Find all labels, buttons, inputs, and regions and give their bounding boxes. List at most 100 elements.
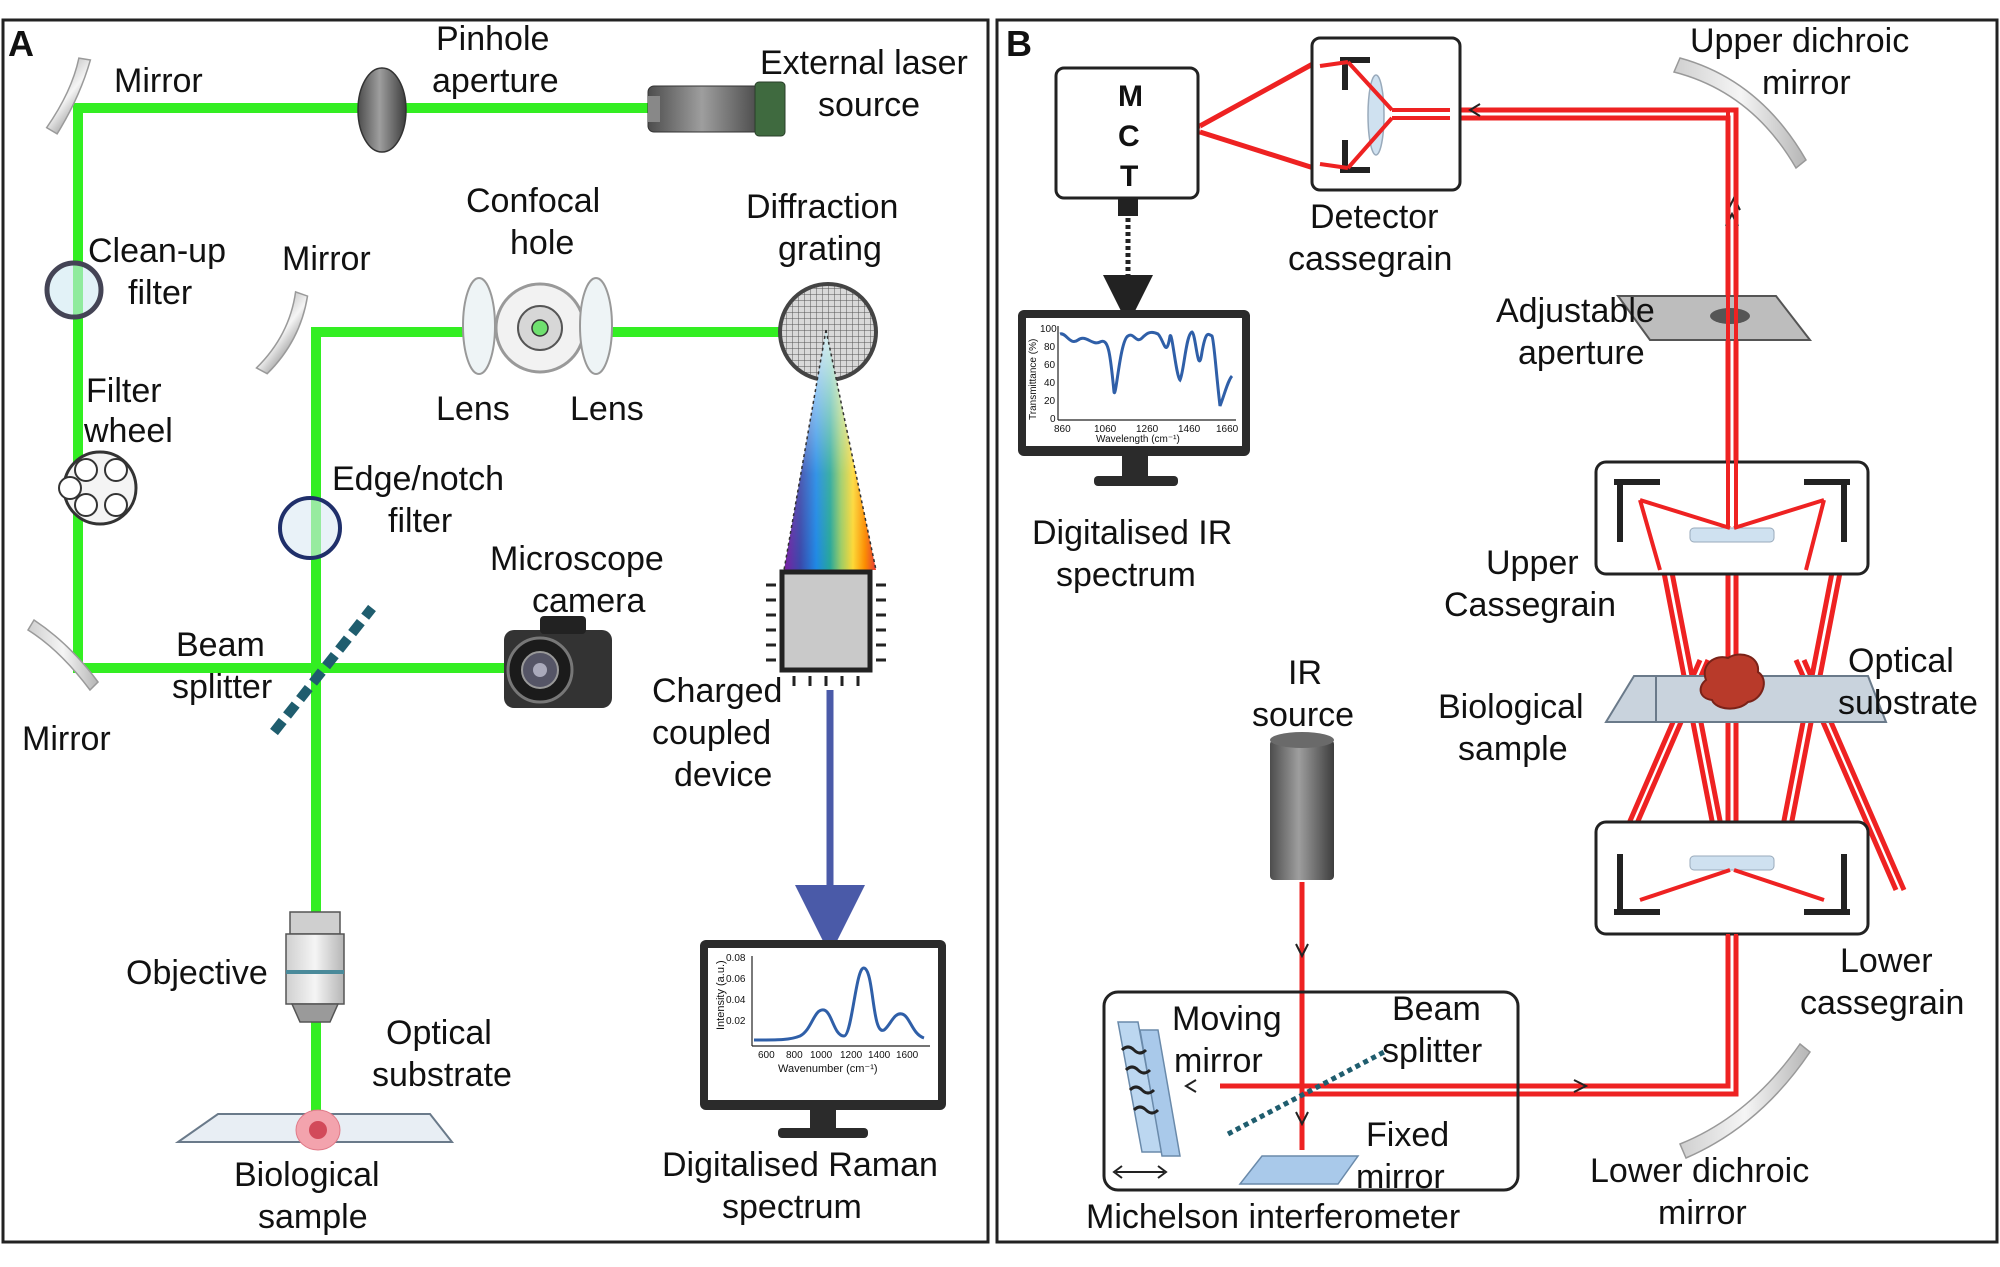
ir-ytick-1: 80 (1044, 342, 1056, 353)
label-ir-substrate-1: Optical (1848, 642, 1954, 680)
label-moving-mirror-2: mirror (1174, 1042, 1263, 1080)
label-mct-t: T (1120, 160, 1138, 193)
filter-wheel-icon (58, 450, 138, 526)
label-filter-wheel-1: Filter (86, 372, 162, 410)
label-ir-beam-splitter-1: Beam (1392, 990, 1481, 1028)
ir-xtick-0: 860 (1054, 424, 1071, 435)
label-ir-bio-1: Biological (1438, 688, 1584, 726)
beam-splitter-icon (270, 604, 376, 736)
external-laser-icon (647, 81, 786, 137)
label-objective: Objective (126, 954, 268, 992)
mirror-mid-icon (255, 290, 309, 375)
ir-monitor: Transmittance (%) 100 80 60 40 20 0 860 … (1018, 310, 1250, 486)
ir-spectrum-line (1059, 330, 1234, 407)
objective-icon (285, 911, 345, 1023)
panel-a-letter: A (8, 23, 34, 64)
raman-spectrum-line (753, 966, 925, 1042)
label-edge-notch-1: Edge/notch (332, 460, 504, 498)
panel-b: B (995, 18, 1999, 1244)
label-lower-dichroic-1: Lower dichroic (1590, 1152, 1809, 1190)
label-confocal-2: hole (510, 224, 574, 262)
label-detector-cassegrain-2: cassegrain (1288, 240, 1452, 278)
ir-xlabel: Wavelength (cm⁻¹) (1096, 434, 1180, 445)
label-edge-notch-2: filter (388, 502, 452, 540)
ir-xtick-2: 1260 (1136, 424, 1159, 435)
label-camera-1: Microscope (490, 540, 664, 578)
lower-cassegrain-icon (1594, 820, 1870, 1094)
lens-left-icon (462, 277, 496, 375)
ir-ytick-3: 40 (1044, 378, 1056, 389)
mct-connector (1118, 198, 1138, 216)
fixed-mirror-icon (1238, 1155, 1360, 1185)
pinhole-aperture-icon (357, 67, 407, 153)
ccd-chip-icon (766, 569, 886, 686)
panel-b-letter: B (1006, 23, 1032, 64)
ir-ytick-5: 0 (1050, 414, 1056, 425)
ir-ytick-0: 100 (1040, 324, 1057, 335)
lower-dichroic-mirror-icon (1679, 1042, 1812, 1159)
label-lower-cassegrain-1: Lower (1840, 942, 1933, 980)
label-pinhole-1: Pinhole (436, 20, 549, 58)
raman-plot: Intensity (a.u.) 0.08 0.06 0.04 0.02 600… (715, 953, 930, 1075)
label-detector-cassegrain-1: Detector (1310, 198, 1439, 236)
label-aperture-1: Adjustable (1496, 292, 1655, 330)
edge-notch-filter-icon (278, 496, 342, 560)
ir-xtick-4: 1660 (1216, 424, 1239, 435)
label-substrate-1: Optical (386, 1014, 492, 1052)
mirror-bottom-icon (26, 618, 99, 692)
ir-source-icon (1270, 732, 1334, 880)
label-mirror-bottom: Mirror (22, 720, 111, 758)
label-bio-sample-2: sample (258, 1198, 368, 1236)
label-mirror-top: Mirror (114, 62, 203, 100)
label-ir-beam-splitter-2: splitter (1382, 1032, 1482, 1070)
ir-xtick-3: 1460 (1178, 424, 1201, 435)
michelson-interferometer-box (1102, 990, 1520, 1192)
label-michelson: Michelson interferometer (1086, 1198, 1460, 1236)
moving-mirror-arrowheads (1112, 1165, 1168, 1179)
label-diffraction-2: grating (778, 230, 882, 268)
cleanup-filter-icon (44, 260, 104, 320)
label-pinhole-2: aperture (432, 62, 559, 100)
ir-plot: Transmittance (%) 100 80 60 40 20 0 860 … (1028, 324, 1239, 445)
panel-a: A Mirror Pinhole aperture External laser… (1, 18, 990, 1244)
raman-ytick-3: 0.02 (726, 1016, 746, 1027)
label-beam-splitter-2: splitter (172, 668, 272, 706)
label-ir-substrate-2: substrate (1838, 684, 1978, 722)
label-upper-cassegrain-2: Cassegrain (1444, 586, 1616, 624)
label-cleanup-2: filter (128, 274, 192, 312)
label-ir-source-2: source (1252, 696, 1354, 734)
raman-monitor: Intensity (a.u.) 0.08 0.06 0.04 0.02 600… (700, 940, 946, 1138)
raman-ytick-1: 0.06 (726, 974, 746, 985)
label-ccd-1: Charged (652, 672, 782, 710)
label-beam-splitter-1: Beam (176, 626, 265, 664)
label-cleanup-1: Clean-up (88, 232, 226, 270)
biological-sample-core (309, 1121, 327, 1139)
raman-xtick-1: 800 (786, 1050, 803, 1061)
label-aperture-2: aperture (1518, 334, 1645, 372)
label-mct-m: M (1118, 80, 1143, 113)
label-upper-dichroic-2: mirror (1762, 64, 1851, 102)
label-ir-source-1: IR (1288, 654, 1322, 692)
microscope-camera-icon (504, 616, 612, 708)
label-camera-2: camera (532, 582, 645, 620)
panel-a-frame (1, 18, 990, 1244)
label-upper-dichroic-1: Upper dichroic (1690, 22, 1909, 60)
raman-ytick-2: 0.04 (726, 995, 746, 1006)
label-ccd-3: device (674, 756, 772, 794)
ir-beam-splitter-icon (1226, 1049, 1386, 1137)
label-lower-dichroic-2: mirror (1658, 1194, 1747, 1232)
raman-xlabel: Wavenumber (cm⁻¹) (778, 1063, 878, 1075)
label-mirror-mid: Mirror (282, 240, 371, 278)
ir-xtick-1: 1060 (1094, 424, 1117, 435)
raman-ylabel: Intensity (a.u.) (715, 960, 727, 1030)
label-bio-sample-1: Biological (234, 1156, 380, 1194)
moving-mirror-icon (1117, 1021, 1181, 1157)
upper-cassegrain-icon (1594, 110, 1870, 576)
upper-dichroic-mirror-icon (1672, 57, 1807, 170)
label-fixed-mirror-1: Fixed (1366, 1116, 1449, 1154)
lens-right-icon (579, 277, 613, 375)
mirror-top-icon (45, 57, 92, 135)
label-filter-wheel-2: wheel (83, 412, 173, 450)
label-moving-mirror-1: Moving (1172, 1000, 1282, 1038)
label-ir-bio-2: sample (1458, 730, 1568, 768)
